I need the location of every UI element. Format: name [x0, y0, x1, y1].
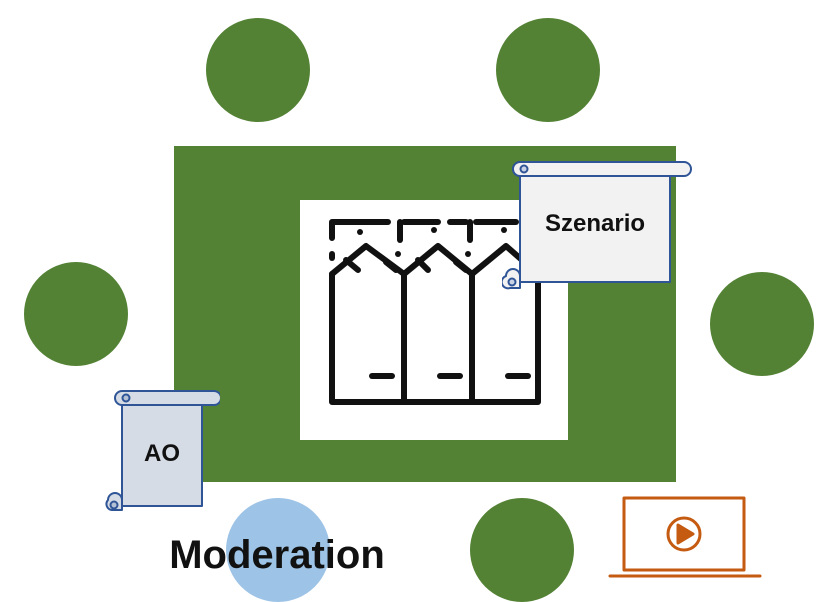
- seat-top-left: [206, 18, 310, 122]
- seat-moderation: [226, 498, 330, 602]
- laptop-video-play-icon: [608, 494, 762, 589]
- moderation-label: Moderation: [169, 533, 385, 577]
- seat-bottom-right: [470, 498, 574, 602]
- scenario-label: Szenario: [544, 210, 646, 237]
- table-center-panel: [300, 200, 568, 440]
- milk-cartons-icon: [329, 219, 541, 405]
- scroll-shape-icon: [105, 390, 220, 511]
- seat-right: [710, 272, 814, 376]
- ao-label: AO: [144, 440, 180, 467]
- seat-left: [24, 262, 128, 366]
- seat-top-right: [496, 18, 600, 122]
- ao-scroll: AO: [104, 388, 220, 514]
- scenario-scroll: Szenario: [502, 158, 692, 292]
- scroll-shape-icon: [502, 161, 692, 290]
